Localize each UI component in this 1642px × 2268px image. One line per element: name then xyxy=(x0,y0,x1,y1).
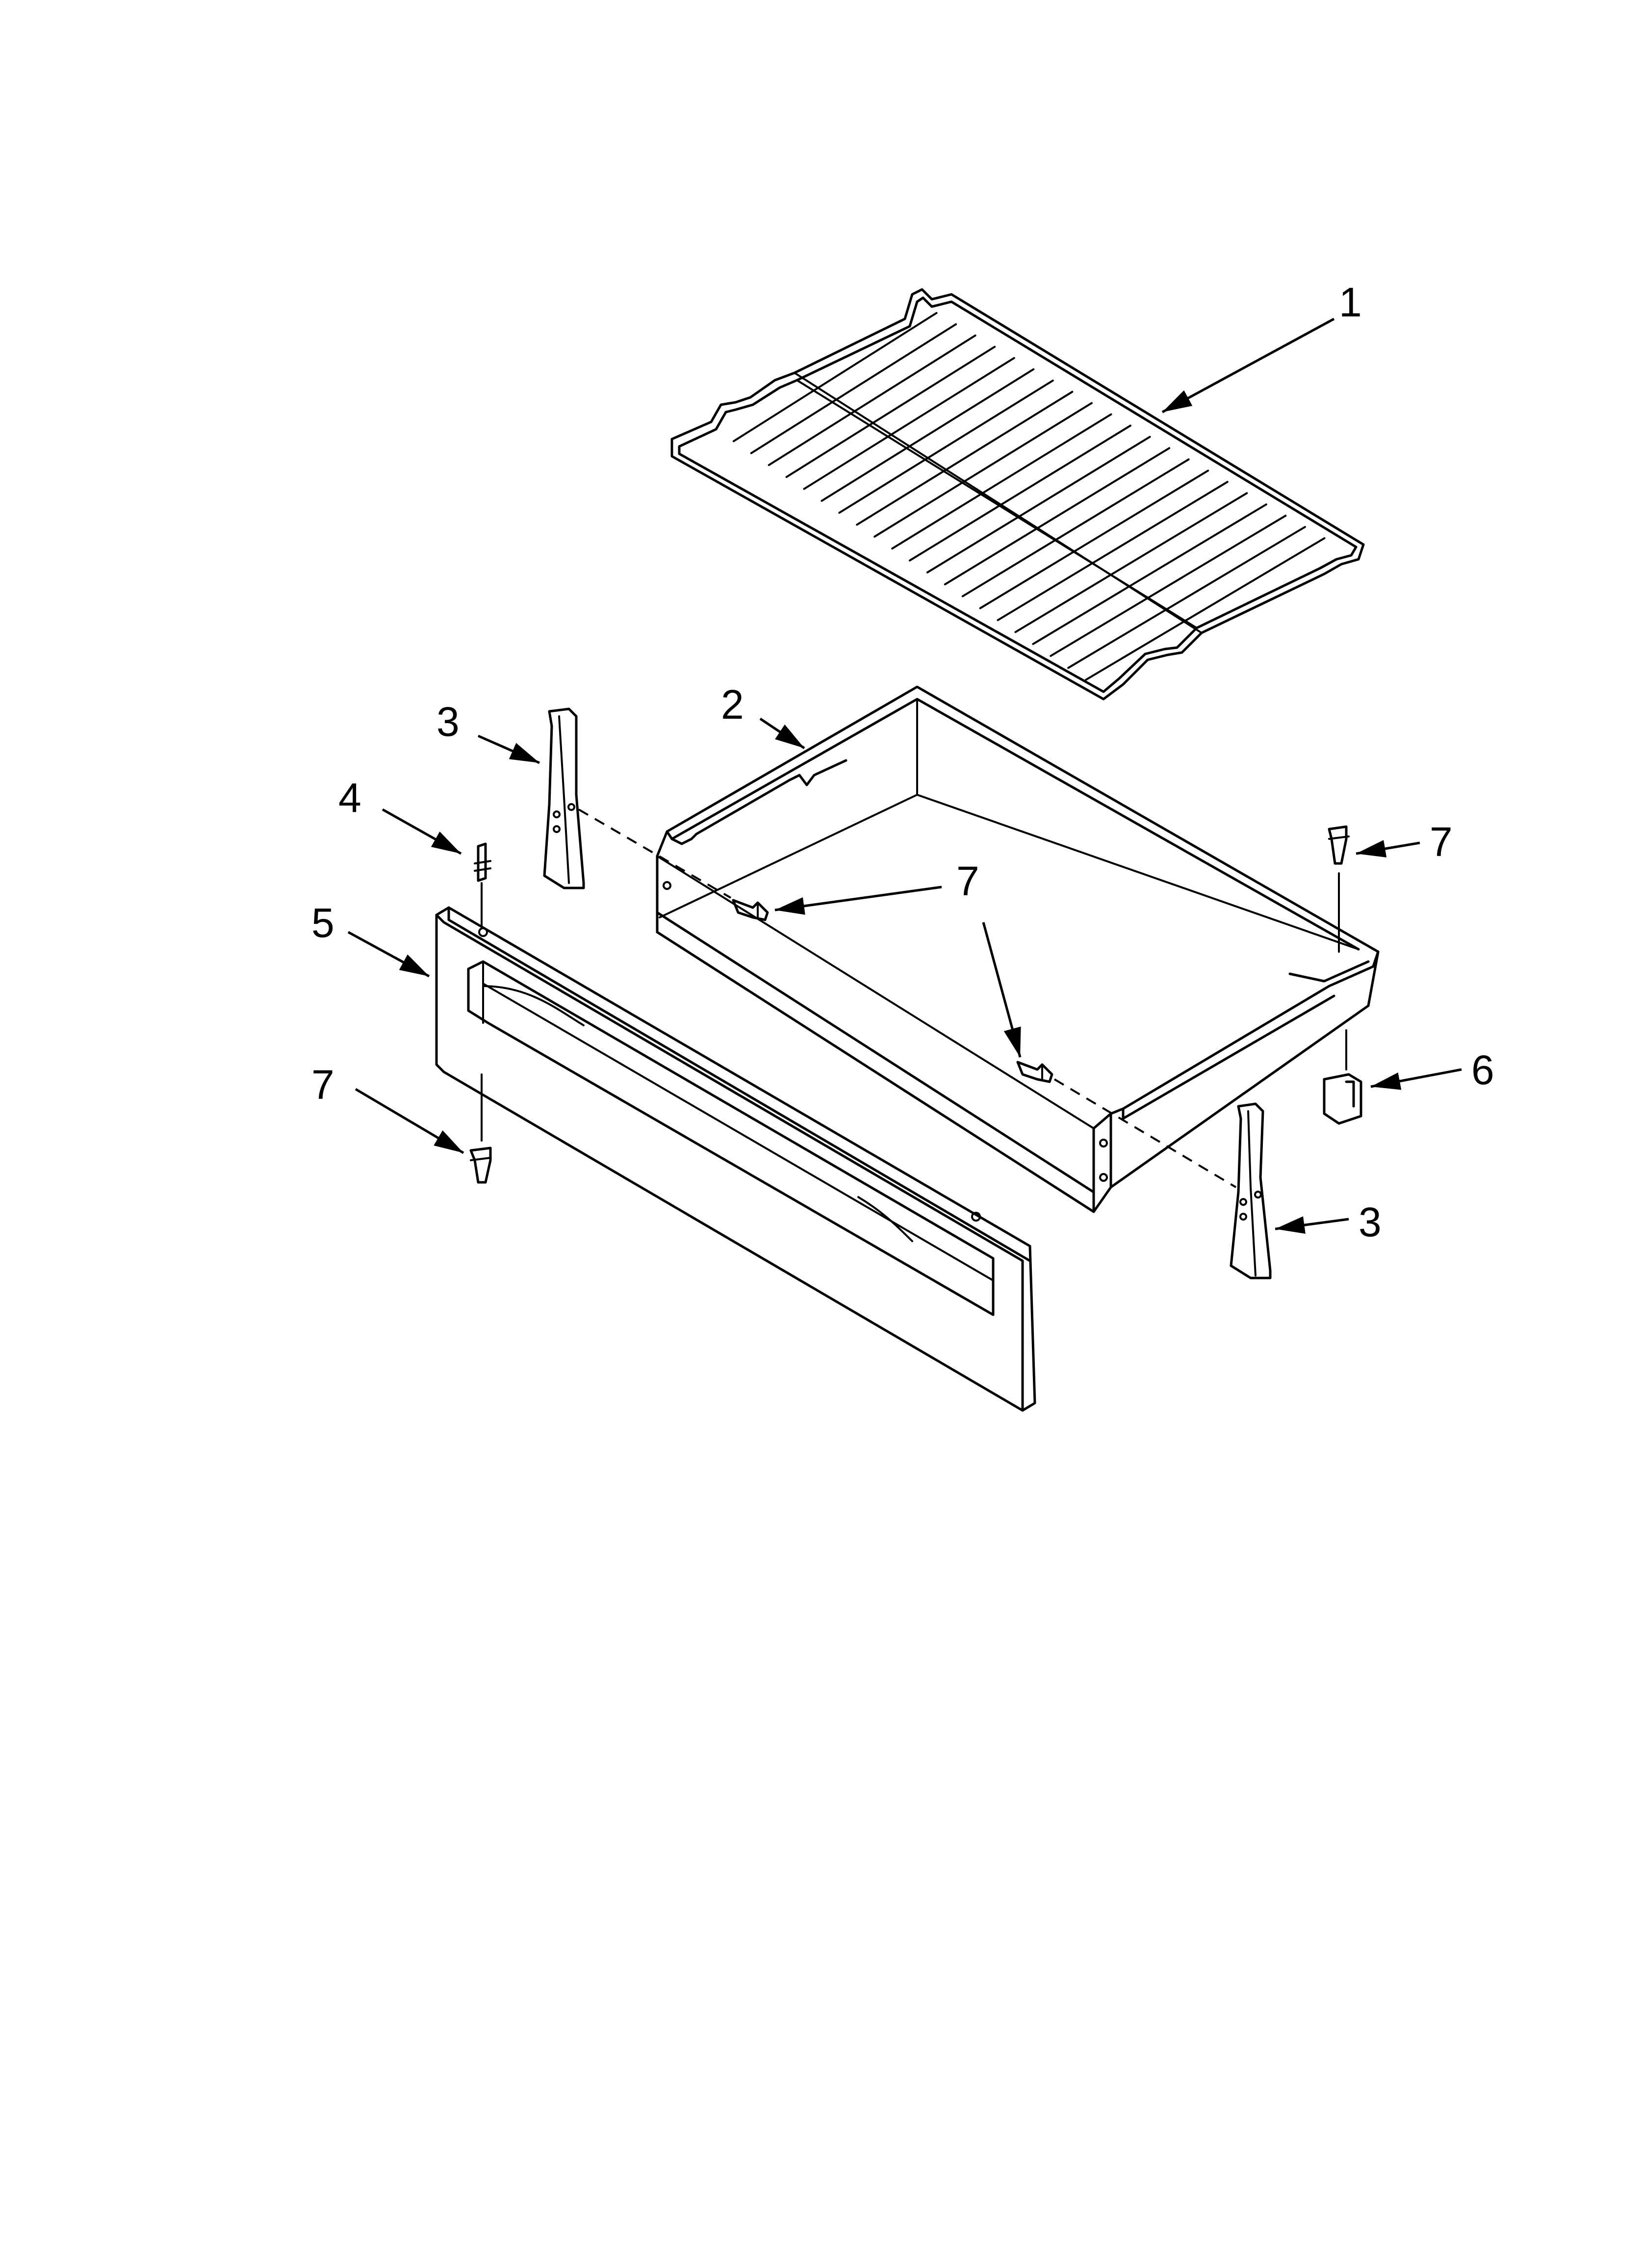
leader-3b xyxy=(1275,1216,1349,1234)
callout-labels: 1 2 3 3 4 5 6 7 7 7 xyxy=(311,279,1494,1245)
callout-4: 4 xyxy=(338,775,361,821)
stud xyxy=(474,842,491,928)
leader-lines xyxy=(347,317,1462,1234)
rack-rung xyxy=(768,334,976,466)
drawer-pan xyxy=(656,685,1380,1213)
callout-3a: 3 xyxy=(436,699,460,745)
rack-rung xyxy=(803,357,1015,490)
callout-1: 1 xyxy=(1339,279,1362,325)
rack-rung xyxy=(909,424,1131,562)
callout-7c: 7 xyxy=(311,1062,334,1108)
rack-rung xyxy=(1085,537,1326,681)
alignment-line-right xyxy=(1053,1078,1237,1188)
rack-rung xyxy=(1014,492,1248,633)
rack-rung xyxy=(838,379,1054,514)
callout-7b: 7 xyxy=(1430,819,1453,865)
rack-rung xyxy=(750,323,957,454)
rack-rung xyxy=(1050,515,1287,657)
callout-6: 6 xyxy=(1471,1047,1494,1093)
callout-3b: 3 xyxy=(1359,1199,1382,1245)
callout-2: 2 xyxy=(721,681,744,728)
rack-rung xyxy=(785,345,996,478)
screw-drawer-right xyxy=(1016,1061,1053,1083)
rack-rung xyxy=(821,368,1035,502)
leader-4 xyxy=(382,808,462,855)
rack-rung xyxy=(926,436,1151,574)
drawer-front-panel xyxy=(435,906,1036,1412)
rack-rung xyxy=(944,447,1171,586)
leader-7-pan-screw xyxy=(1356,840,1420,858)
rack-rung xyxy=(997,481,1229,622)
screw-pan-right xyxy=(1328,825,1350,953)
oven-rack xyxy=(670,288,1365,701)
clip xyxy=(1323,1029,1362,1125)
leader-6 xyxy=(1370,1068,1462,1090)
leader-3a xyxy=(477,734,540,764)
drawer-slide-right xyxy=(1230,1102,1272,1279)
leader-5 xyxy=(347,931,430,978)
rack-rung xyxy=(1067,526,1306,669)
leader-1 xyxy=(1161,317,1335,414)
rack-rung xyxy=(961,458,1190,598)
rack-rung xyxy=(873,402,1093,538)
leader-7-left-screw xyxy=(774,886,942,915)
screw-front-bottom xyxy=(469,1073,492,1184)
leader-7-front-screw xyxy=(355,1088,464,1154)
callout-7a: 7 xyxy=(956,858,979,904)
rack-rung xyxy=(979,469,1209,609)
rack-rung xyxy=(856,391,1074,526)
rack-rung xyxy=(1032,503,1267,645)
rack-rung xyxy=(891,413,1112,550)
drawer-slide-left xyxy=(543,707,585,889)
leader-2 xyxy=(759,717,805,750)
alignment-line-left xyxy=(578,808,732,899)
callout-5: 5 xyxy=(311,900,334,946)
screw-drawer-left xyxy=(732,899,769,921)
rack-rung xyxy=(732,312,938,443)
leader-7-right-screw xyxy=(982,922,1022,1058)
